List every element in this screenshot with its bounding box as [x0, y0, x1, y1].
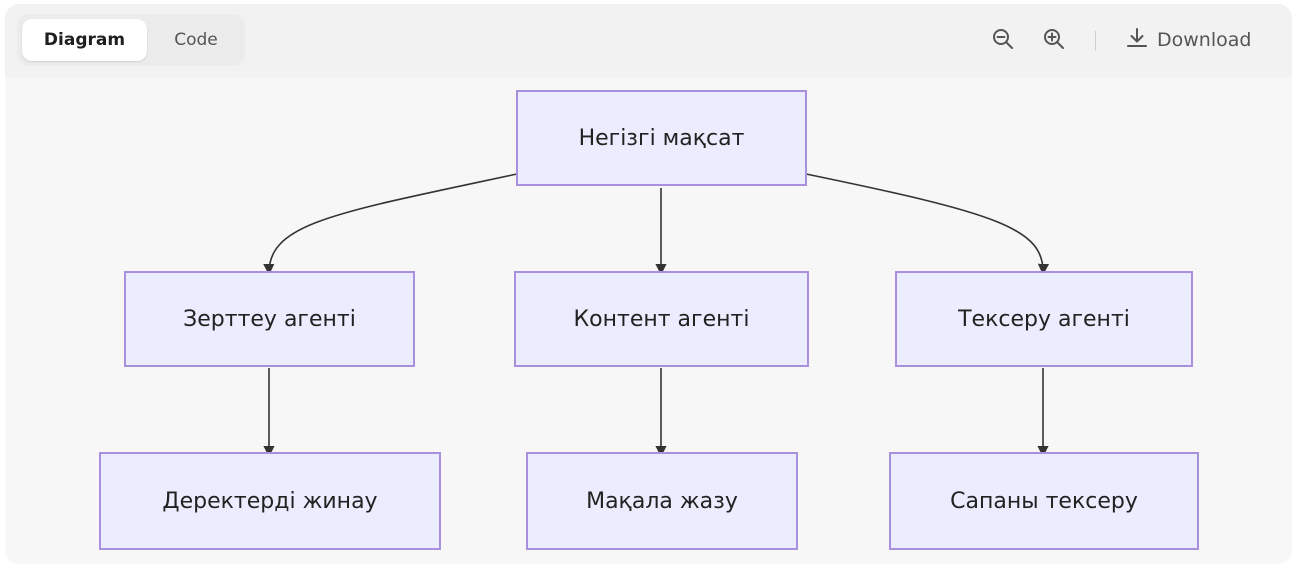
node-article-writing[interactable]: Мақала жазу — [526, 452, 798, 550]
node-content-agent[interactable]: Контент агенті — [514, 271, 809, 367]
tab-code[interactable]: Code — [174, 30, 218, 50]
node-main-goal[interactable]: Негізгі мақсат — [516, 90, 807, 186]
view-toggle: Diagram Code — [17, 14, 245, 66]
edges-layer — [263, 173, 1050, 458]
node-research-agent[interactable]: Зерттеу агенті — [124, 271, 415, 367]
toolbar-divider — [1095, 31, 1096, 51]
edge-root-a1 — [263, 173, 518, 276]
download-label: Download — [1157, 29, 1252, 51]
edge-root-a3 — [805, 173, 1050, 276]
node-quality-check[interactable]: Сапаны тексеру — [889, 452, 1199, 550]
download-button[interactable]: Download — [1125, 24, 1251, 56]
diagram-viewer: Diagram Code — [5, 4, 1292, 564]
node-review-agent[interactable]: Тексеру агенті — [895, 271, 1193, 367]
toolbar: Diagram Code — [5, 4, 1292, 78]
download-icon — [1125, 26, 1149, 55]
diagram-canvas: Негізгі мақсат Зерттеу агенті Контент аг… — [5, 78, 1292, 564]
zoom-out-icon[interactable] — [990, 26, 1016, 52]
tab-diagram[interactable]: Diagram — [22, 19, 147, 61]
node-data-collection[interactable]: Деректерді жинау — [99, 452, 441, 550]
zoom-in-icon[interactable] — [1041, 26, 1067, 52]
